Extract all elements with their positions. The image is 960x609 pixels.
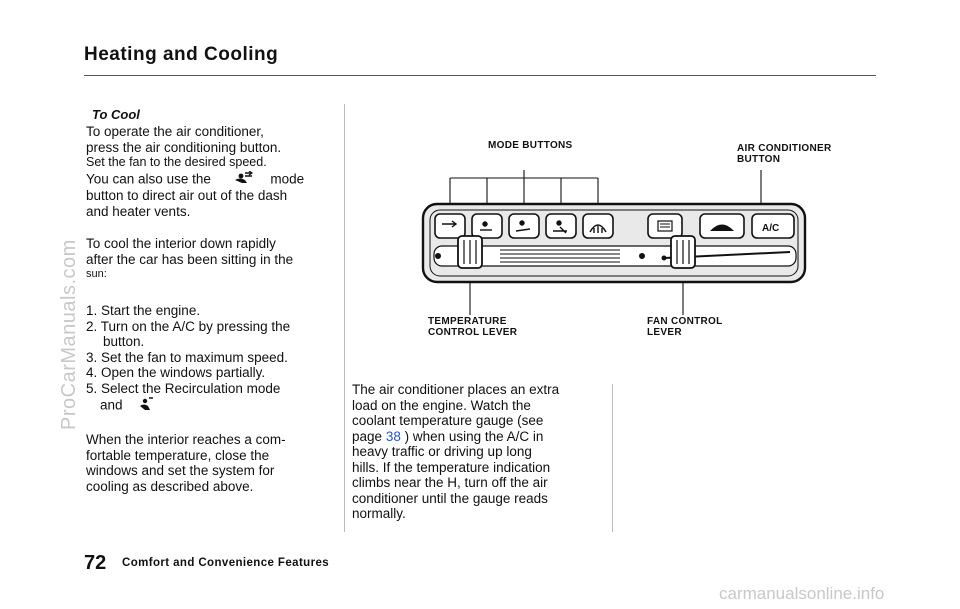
page-number: 72 [84, 552, 107, 574]
mode-button-row [434, 213, 614, 239]
mode-button-1 [434, 213, 466, 239]
section-footer: Comfort and Convenience Features [122, 557, 330, 569]
ac-load-paragraph: The air conditioner places an extra load… [352, 382, 560, 521]
column-divider [344, 104, 345, 532]
cooling-steps-list: 1. Start the engine. 2. Turn on the A/C … [86, 303, 326, 416]
section-subheading: To Cool [92, 107, 140, 122]
temperature-lever [457, 235, 483, 269]
page-reference-link[interactable]: 38 [385, 428, 401, 444]
mode-button-4 [545, 213, 577, 239]
right-button-group: A/C [647, 213, 795, 239]
list-item: and [86, 396, 326, 416]
mode-button-3 [508, 213, 540, 239]
mode-vent-icon [231, 170, 253, 189]
page-title: Heating and Cooling [84, 44, 279, 65]
ac-button [751, 213, 795, 239]
bottom-watermark: carmanualsonline.info [719, 584, 885, 603]
rear-defrost-button [647, 213, 683, 239]
list-item: 4. Open the windows partially. [86, 365, 266, 380]
rapid-cool-paragraph: To cool the interior down rapidly after … [86, 236, 294, 280]
mode-button-2 [471, 213, 503, 239]
right-column-divider [612, 384, 613, 532]
mode-buttons-label: MODE BUTTONS [488, 140, 573, 151]
side-watermark: ProCarManuals.com [58, 239, 80, 430]
list-item: button. [103, 334, 145, 349]
comfort-paragraph: When the interior reaches a com- fortabl… [86, 432, 286, 494]
ac-button-label: AIR CONDITIONER BUTTON [737, 143, 832, 165]
list-item: 1. Start the engine. [86, 303, 201, 318]
list-item: 5. Select the Recirculation mode [86, 380, 281, 396]
list-item: 2. Turn on the A/C by pressing the [86, 318, 291, 334]
fan-lever-label: FAN CONTROL LEVER [647, 316, 723, 338]
intro-paragraph: To operate the air conditioner, press th… [86, 124, 305, 219]
list-item: 3. Set the fan to maximum speed. [86, 349, 288, 365]
recirculation-vent-icon [138, 396, 154, 416]
header-rule [84, 75, 876, 76]
slider-track [433, 245, 797, 267]
climate-control-panel-diagram: A/C [421, 170, 807, 315]
temperature-lever-label: TEMPERATURE CONTROL LEVER [428, 316, 518, 338]
fan-control-lever [670, 235, 696, 269]
ac-button-text: A/C [762, 223, 779, 234]
